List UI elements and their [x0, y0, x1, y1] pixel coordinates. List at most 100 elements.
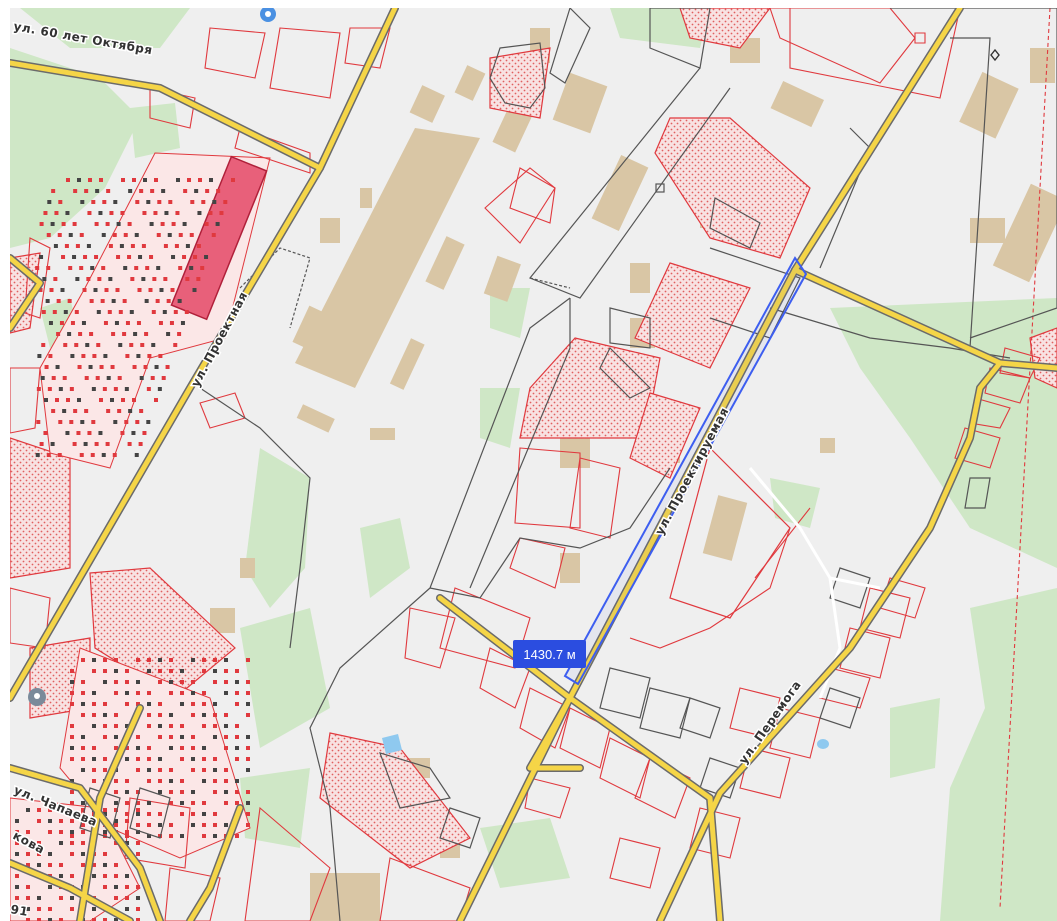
house-marker [103, 354, 108, 358]
house-marker [125, 801, 129, 805]
house-marker [147, 658, 151, 662]
map-canvas[interactable]: 1430.7 м ул. 60 лет Октября ул. Проектна… [10, 8, 1057, 921]
house-marker [44, 398, 48, 402]
house-marker [56, 299, 61, 303]
house-marker [138, 442, 143, 446]
house-marker [26, 885, 30, 889]
house-marker [158, 823, 162, 827]
house-marker [158, 812, 162, 816]
house-marker [81, 735, 85, 739]
house-marker [15, 885, 19, 889]
location-pin-icon[interactable] [28, 688, 46, 706]
house-marker [165, 365, 170, 369]
house-marker [123, 266, 128, 270]
house-marker [191, 801, 195, 805]
house-marker [39, 442, 44, 446]
house-marker [26, 852, 30, 856]
house-marker [79, 266, 84, 270]
house-marker [180, 834, 184, 838]
house-marker [103, 321, 108, 325]
house-marker [180, 790, 184, 794]
house-marker [235, 757, 239, 761]
house-marker [169, 779, 173, 783]
house-marker [202, 801, 206, 805]
house-marker [81, 801, 85, 805]
house-marker [79, 453, 84, 457]
home-marker-icon [990, 48, 1000, 62]
house-marker [72, 442, 77, 446]
house-marker [138, 255, 143, 259]
house-marker [136, 680, 140, 684]
house-marker [46, 233, 51, 237]
house-marker [92, 658, 96, 662]
house-marker [15, 830, 19, 834]
house-marker [151, 310, 156, 314]
house-marker [116, 222, 121, 226]
house-marker [125, 757, 129, 761]
house-marker [81, 863, 85, 867]
house-marker [154, 398, 158, 402]
house-marker [180, 735, 184, 739]
measurement-area[interactable] [563, 256, 808, 686]
house-marker [166, 299, 171, 303]
house-marker [175, 211, 180, 215]
house-marker [125, 321, 130, 325]
highlighted-parcel[interactable] [170, 155, 268, 321]
house-marker [154, 365, 159, 369]
house-marker [91, 387, 96, 391]
house-marker [116, 255, 121, 259]
house-marker [142, 431, 147, 435]
house-marker [37, 907, 41, 911]
house-marker [123, 233, 128, 237]
house-marker [63, 310, 68, 314]
measurement-tool[interactable]: 1430.7 м [513, 256, 808, 686]
house-marker [121, 178, 125, 182]
house-marker [110, 398, 114, 402]
house-marker [173, 343, 178, 347]
house-marker [36, 387, 41, 391]
house-marker [15, 819, 19, 823]
house-marker [70, 790, 74, 794]
house-marker [100, 299, 105, 303]
house-marker [70, 896, 74, 900]
house-marker [224, 801, 228, 805]
measurement-distance-text: 1430.7 м [523, 647, 575, 662]
house-marker [101, 266, 106, 270]
house-marker [81, 768, 85, 772]
house-marker [127, 222, 132, 226]
house-marker [112, 453, 117, 457]
house-marker [73, 189, 78, 193]
house-marker [135, 200, 140, 204]
house-marker [189, 266, 194, 270]
house-marker [125, 691, 129, 695]
house-marker [191, 658, 195, 662]
house-marker [211, 233, 216, 237]
house-marker [70, 841, 74, 845]
house-marker [224, 658, 228, 662]
house-marker [15, 852, 19, 856]
house-marker [92, 768, 96, 772]
house-marker [166, 332, 171, 336]
house-marker [224, 724, 228, 728]
house-marker [213, 790, 217, 794]
house-marker [37, 819, 41, 823]
location-pin-icon[interactable] [258, 8, 278, 35]
house-marker [224, 713, 228, 717]
house-marker [48, 321, 53, 325]
house-marker [59, 874, 63, 878]
house-marker [147, 669, 151, 673]
house-marker [103, 735, 107, 739]
house-marker [169, 735, 173, 739]
house-marker [235, 779, 239, 783]
house-marker [158, 702, 162, 706]
house-marker [169, 658, 173, 662]
house-marker [246, 790, 250, 794]
house-marker [136, 830, 140, 834]
measurement-label[interactable]: 1430.7 м [513, 640, 586, 668]
house-marker [105, 442, 110, 446]
house-marker [157, 200, 162, 204]
house-marker [246, 735, 250, 739]
house-marker [81, 757, 85, 761]
house-marker [39, 222, 44, 226]
house-marker [98, 431, 103, 435]
